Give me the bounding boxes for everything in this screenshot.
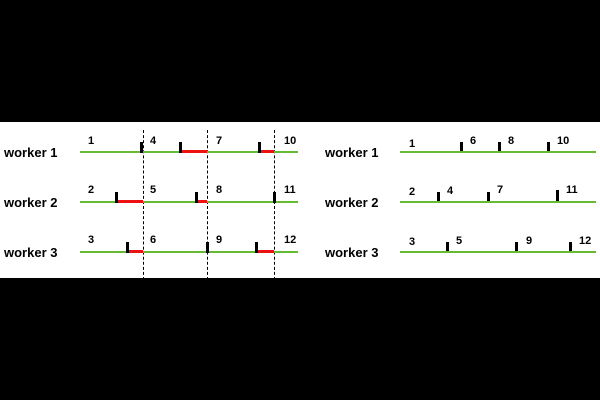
iteration-number: 5 xyxy=(150,184,157,196)
event-marker xyxy=(556,190,559,201)
iteration-number: 6 xyxy=(470,135,477,147)
iteration-number: 1 xyxy=(409,138,416,150)
wait-segment xyxy=(259,150,274,153)
timeline xyxy=(400,151,596,153)
timeline xyxy=(400,201,596,203)
event-marker xyxy=(126,242,129,253)
event-marker xyxy=(460,142,463,151)
event-marker xyxy=(273,192,276,203)
event-marker xyxy=(437,192,440,201)
iteration-number: 10 xyxy=(557,135,570,147)
iteration-number: 9 xyxy=(526,235,533,247)
iteration-number: 5 xyxy=(456,235,463,247)
iteration-number: 3 xyxy=(88,234,95,246)
timeline xyxy=(80,201,298,203)
iteration-number: 1 xyxy=(88,135,95,147)
worker-label: worker 2 xyxy=(4,195,58,210)
iteration-number: 4 xyxy=(150,135,157,147)
diagram-canvas: worker 1 1 4 7 10 worker 2 2 5 8 11 xyxy=(0,122,600,280)
iteration-number: 6 xyxy=(150,234,157,246)
wait-segment xyxy=(257,250,274,253)
wait-segment xyxy=(117,200,143,203)
event-marker xyxy=(255,242,258,253)
iteration-number: 2 xyxy=(409,186,416,198)
sync-line xyxy=(274,130,275,280)
event-marker xyxy=(487,192,490,201)
worker-label: worker 3 xyxy=(325,245,379,260)
event-marker xyxy=(515,242,518,251)
iteration-number: 9 xyxy=(216,234,223,246)
iteration-number: 7 xyxy=(497,184,504,196)
event-marker xyxy=(140,142,143,153)
worker-label: worker 3 xyxy=(4,245,58,260)
event-marker xyxy=(115,192,118,203)
worker-label: worker 1 xyxy=(4,145,58,160)
event-marker xyxy=(206,242,209,253)
iteration-number: 8 xyxy=(216,184,223,196)
event-marker xyxy=(547,142,550,151)
iteration-number: 12 xyxy=(284,234,297,246)
iteration-number: 4 xyxy=(447,185,454,197)
iteration-number: 2 xyxy=(88,184,95,196)
timeline xyxy=(400,251,596,253)
worker-label: worker 1 xyxy=(325,145,379,160)
iteration-number: 8 xyxy=(508,135,515,147)
wait-segment xyxy=(128,250,143,253)
iteration-number: 12 xyxy=(579,235,592,247)
event-marker xyxy=(498,142,501,151)
iteration-number: 10 xyxy=(284,135,297,147)
event-marker xyxy=(569,242,572,251)
sync-line xyxy=(143,130,144,280)
timeline xyxy=(80,251,298,253)
worker-label: worker 2 xyxy=(325,195,379,210)
iteration-number: 3 xyxy=(409,236,416,248)
event-marker xyxy=(179,142,182,153)
iteration-number: 11 xyxy=(566,184,578,196)
event-marker xyxy=(258,142,261,153)
sync-line xyxy=(207,130,208,280)
wait-segment xyxy=(196,200,207,203)
event-marker xyxy=(195,192,198,203)
wait-segment xyxy=(181,150,207,153)
iteration-number: 7 xyxy=(216,135,223,147)
event-marker xyxy=(446,242,449,251)
iteration-number: 11 xyxy=(284,184,296,196)
